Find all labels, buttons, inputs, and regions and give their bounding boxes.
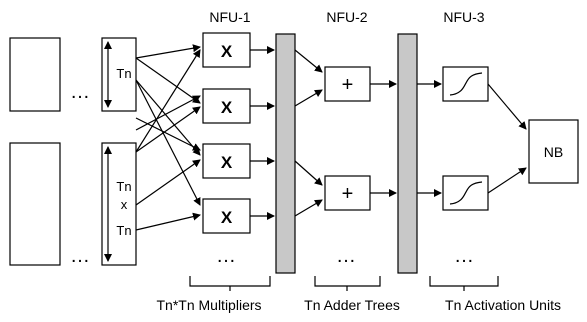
input-ellipsis-top: … — [70, 81, 90, 103]
output-buffer-label: NB — [544, 144, 563, 160]
sigmoid-icon — [449, 72, 483, 96]
multipliers-bracket — [189, 276, 271, 291]
multiplier-1-symbol: X — [221, 42, 233, 61]
nfu2-label: NFU-2 — [326, 9, 367, 25]
adders-caption: Tn Adder Trees — [304, 297, 400, 313]
activation-caption: Tn Activation Units — [445, 297, 561, 313]
adders-bracket — [314, 276, 381, 291]
synapse-buffer-bottom — [101, 142, 137, 266]
output-buffer-nb — [528, 119, 579, 184]
nfu1-label: NFU-1 — [209, 9, 250, 25]
activation-bracket — [429, 276, 499, 291]
adder-tree-1-symbol: + — [342, 74, 354, 96]
nfu3-label: NFU-3 — [443, 9, 484, 25]
activation-ellipsis: … — [454, 245, 474, 267]
input-buffer-bottom — [9, 142, 61, 266]
input-buffer-top — [9, 37, 61, 112]
synapse-buffer-bottom-label-3: Tn — [116, 223, 131, 238]
adder-tree-1 — [324, 66, 371, 102]
multiplier-2-symbol: X — [221, 98, 233, 117]
multiplier-1 — [202, 32, 251, 68]
synapse-buffer-top-label: Tn — [116, 66, 131, 81]
pipeline-register-1 — [275, 33, 296, 274]
sigmoid-icon — [449, 181, 483, 205]
synapse-buffer-bottom-label-1: Tn — [116, 179, 131, 194]
pipeline-register-2 — [397, 33, 418, 274]
multiplier-outputs — [250, 46, 275, 220]
adder-tree-2-symbol: + — [342, 183, 354, 205]
adder-ellipsis: … — [336, 245, 356, 267]
multiplier-3-symbol: X — [221, 153, 233, 172]
multiplier-ellipsis: … — [216, 245, 236, 267]
adder-outputs — [370, 80, 397, 197]
adder-tree-2 — [324, 175, 371, 211]
activation-outputs — [487, 83, 527, 194]
synapse-buffer-bottom-label-2: x — [121, 197, 128, 212]
multipliers-caption: Tn*Tn Multipliers — [156, 297, 261, 313]
input-connections — [135, 44, 201, 231]
activation-inputs — [417, 80, 442, 197]
input-ellipsis-bottom: … — [70, 245, 90, 267]
multiplier-4-symbol: X — [221, 208, 233, 227]
adder-inputs — [294, 49, 323, 217]
